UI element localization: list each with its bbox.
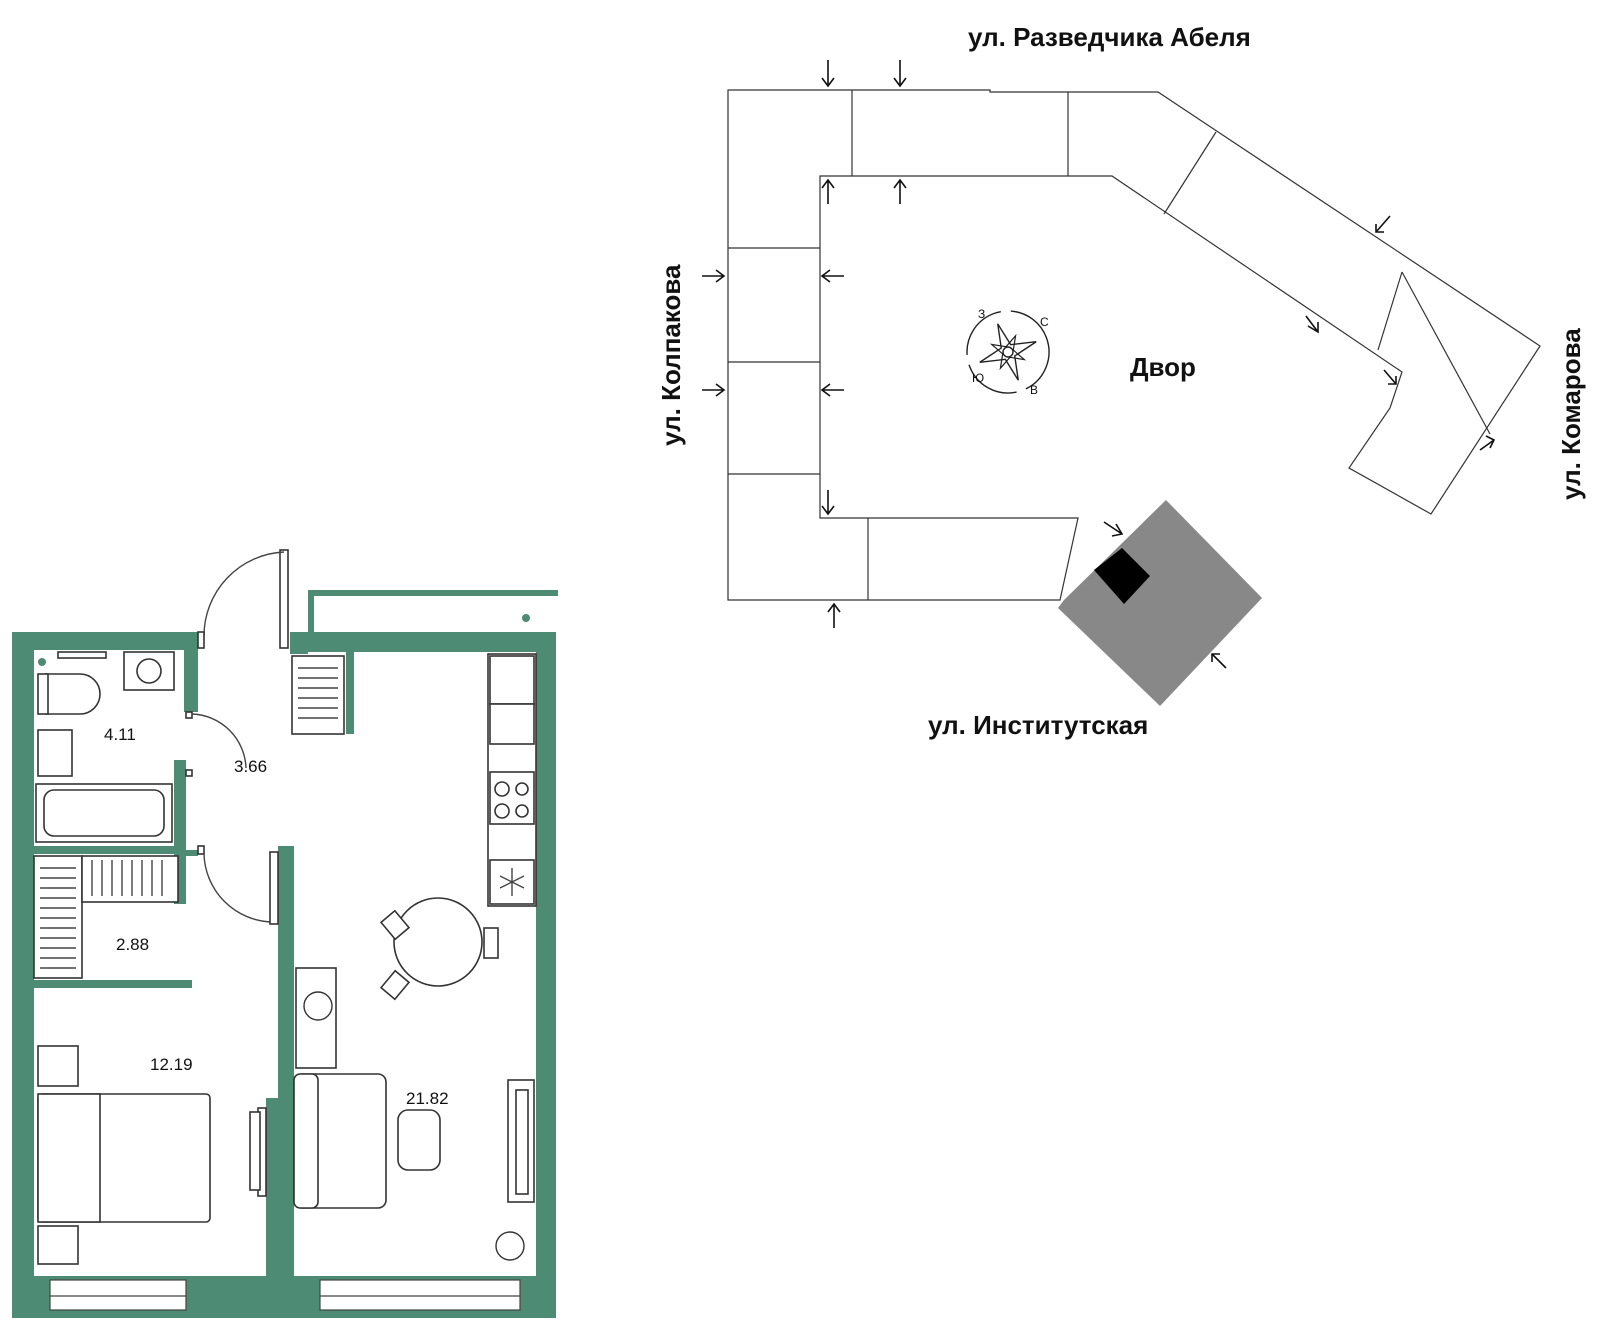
doors bbox=[185, 549, 289, 1197]
compass-north: С bbox=[1040, 315, 1049, 329]
room-area-bathroom: 4.11 bbox=[104, 725, 136, 744]
dining-table bbox=[379, 897, 499, 1001]
entrance-arrows bbox=[702, 60, 1496, 669]
street-west: ул. Колпакова bbox=[656, 264, 686, 446]
yard-label: Двор bbox=[1130, 352, 1196, 382]
living-furniture bbox=[293, 967, 535, 1261]
entrance-block bbox=[1094, 548, 1150, 604]
room-area-storage: 2.88 bbox=[116, 935, 149, 954]
compass-south: Ю bbox=[972, 371, 984, 385]
bathroom-fixtures bbox=[35, 651, 175, 843]
building-outline bbox=[727, 89, 1541, 601]
floor-plan: 4.11 3.66 2.88 12.19 21.82 bbox=[12, 549, 558, 1318]
room-area-kitchen-living: 21.82 bbox=[406, 1089, 449, 1108]
walls bbox=[12, 590, 558, 1318]
room-area-hallway: 3.66 bbox=[234, 757, 267, 776]
compass-west: З bbox=[978, 307, 985, 321]
site-plan: С В Ю З Двор ул. Разведчика Абеля ул. Ин… bbox=[656, 22, 1586, 740]
compass: С В Ю З bbox=[966, 307, 1050, 397]
bedroom-furniture bbox=[37, 1045, 261, 1265]
room-area-bedroom: 12.19 bbox=[150, 1055, 193, 1074]
street-south: ул. Институтская bbox=[928, 710, 1148, 740]
kitchen-unit bbox=[487, 653, 537, 907]
windows bbox=[38, 614, 530, 1311]
street-north: ул. Разведчика Абеля bbox=[968, 22, 1251, 52]
compass-east: В bbox=[1030, 383, 1038, 397]
storage-shelves bbox=[33, 655, 345, 979]
street-east: ул. Комарова bbox=[1556, 328, 1586, 500]
selected-section[interactable] bbox=[1058, 500, 1262, 706]
